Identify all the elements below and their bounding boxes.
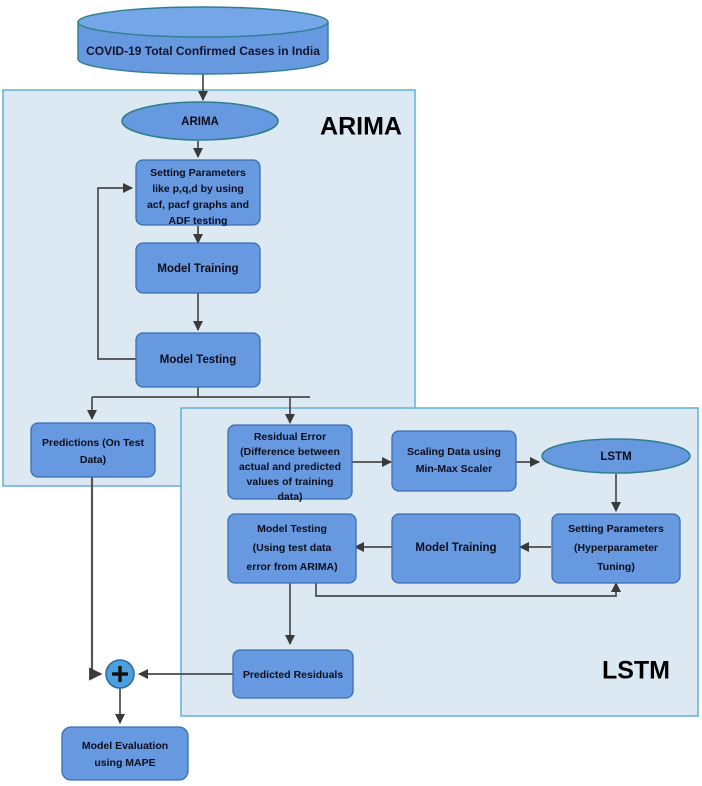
node-arima-model-label: ARIMA xyxy=(181,116,219,128)
node-model-testing-lstm[interactable]: Model Testing (Using test data error fro… xyxy=(227,513,357,584)
node-predicted-residuals-label: Predicted Residuals xyxy=(243,669,344,681)
lstm-group-title: LSTM xyxy=(602,657,670,685)
node-scaling-data-line1: Scaling Data using xyxy=(407,446,501,458)
node-model-training-lstm-label: Model Training xyxy=(415,542,496,554)
node-scaling-data-line2: Min-Max Scaler xyxy=(416,463,492,475)
node-arima-model[interactable]: ARIMA xyxy=(121,101,279,141)
connector-lstm-feedback xyxy=(315,581,622,597)
node-setting-parameters-lstm[interactable]: Setting Parameters (Hyperparameter Tunin… xyxy=(551,513,681,584)
source-data-cylinder: COVID-19 Total Confirmed Cases in India xyxy=(77,6,329,75)
node-model-evaluation-line1: Model Evaluation xyxy=(82,740,168,752)
node-setparams-arima-line3: acf, pacf graphs and xyxy=(147,199,249,211)
node-model-testing-lstm-line3: error from ARIMA) xyxy=(246,561,337,573)
node-model-training-arima[interactable]: Model Training xyxy=(135,242,261,294)
node-model-evaluation[interactable]: Model Evaluation using MAPE xyxy=(61,726,189,781)
node-model-training-arima-label: Model Training xyxy=(157,263,238,275)
node-predictions-line1: Predictions (On Test xyxy=(42,437,144,449)
arima-group-title: ARIMA xyxy=(320,113,402,141)
source-data-label: COVID-19 Total Confirmed Cases in India xyxy=(86,44,320,58)
node-lstm-model[interactable]: LSTM xyxy=(541,438,691,474)
node-setparams-lstm-line2: (Hyperparameter xyxy=(574,542,658,554)
node-residual-error-line1: Residual Error xyxy=(254,431,326,443)
sum-operator-node[interactable] xyxy=(105,659,135,689)
node-setparams-lstm-line1: Setting Parameters xyxy=(568,523,664,535)
node-predictions[interactable]: Predictions (On Test Data) xyxy=(30,422,156,478)
node-residual-error-line3: actual and predicted xyxy=(239,461,341,473)
node-model-testing-lstm-line1: Model Testing xyxy=(257,523,327,535)
node-setparams-lstm-line3: Tuning) xyxy=(597,561,635,573)
node-setparams-arima-line4: ADF testing xyxy=(169,215,228,227)
node-model-testing-arima[interactable]: Model Testing xyxy=(135,332,261,388)
node-setparams-arima-line1: Setting Parameters xyxy=(150,167,246,179)
connector-predictions-to-sum xyxy=(89,477,103,681)
node-residual-error-line2: (Difference between xyxy=(240,446,340,458)
node-scaling-data[interactable]: Scaling Data using Min-Max Scaler xyxy=(391,430,517,492)
connector-testing-feedback-arima xyxy=(97,182,136,360)
node-predicted-residuals[interactable]: Predicted Residuals xyxy=(232,649,354,699)
node-residual-error[interactable]: Residual Error (Difference between actua… xyxy=(227,424,353,503)
node-model-training-lstm[interactable]: Model Training xyxy=(391,513,521,584)
node-setting-parameters-arima[interactable]: Setting Parameters like p,q,d by using a… xyxy=(135,159,261,227)
node-residual-error-line4: values of training xyxy=(247,476,334,488)
node-residual-error-line5: data) xyxy=(277,491,302,503)
node-lstm-model-label: LSTM xyxy=(600,451,631,463)
node-predictions-line2: Data) xyxy=(80,454,106,466)
node-model-evaluation-line2: using MAPE xyxy=(94,757,155,769)
node-setparams-arima-line2: like p,q,d by using xyxy=(152,183,244,195)
node-model-testing-lstm-line2: (Using test data xyxy=(253,542,332,554)
node-model-testing-arima-label: Model Testing xyxy=(160,354,236,366)
